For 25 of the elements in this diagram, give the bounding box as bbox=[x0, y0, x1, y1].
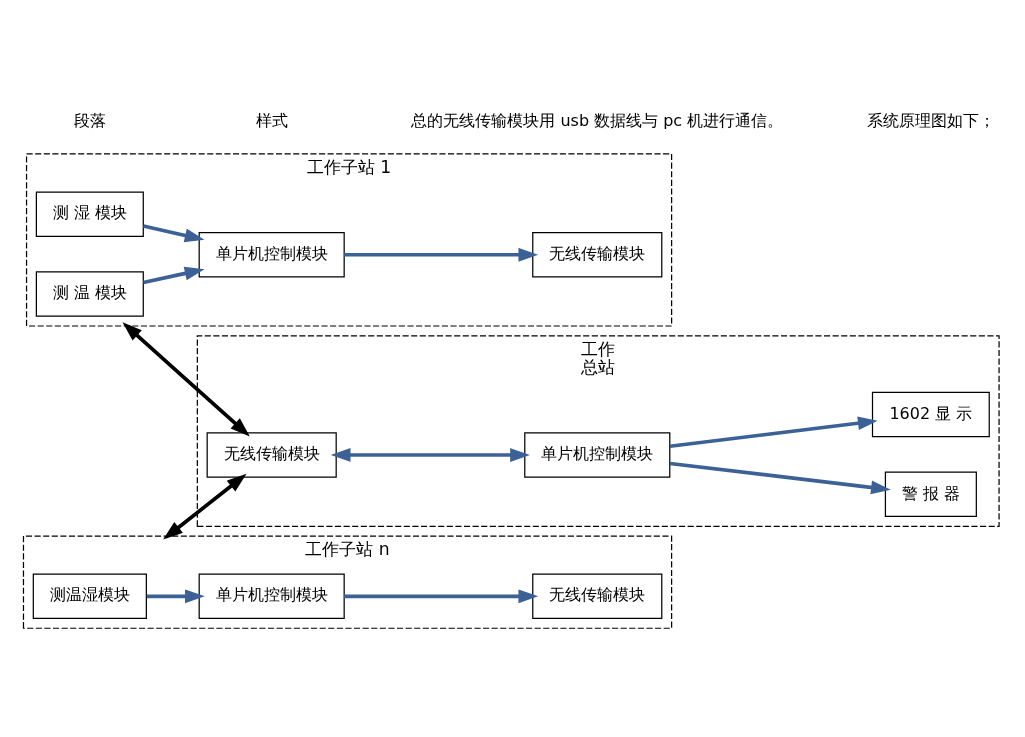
label: 总的无线传输模块用 usb 数据线与 pc 机进行通信。 bbox=[411, 110, 784, 130]
arrow bbox=[344, 247, 539, 262]
node-box: 无线传输模块 bbox=[206, 431, 337, 478]
arrow bbox=[669, 461, 891, 494]
label: 样式 bbox=[255, 110, 288, 130]
node-box: 单片机控制模块 bbox=[198, 231, 345, 277]
label: 段落 bbox=[73, 110, 106, 130]
node-box: 无线传输模块 bbox=[532, 573, 663, 619]
node-box: 警 报 器 bbox=[884, 471, 977, 517]
node-box: 单片机控制模块 bbox=[198, 573, 345, 619]
node-box: 无线传输模块 bbox=[532, 231, 663, 277]
node-box: 测 温 模块 bbox=[35, 270, 144, 317]
arrow bbox=[163, 473, 247, 540]
arrow bbox=[122, 321, 250, 437]
arrow bbox=[330, 447, 530, 462]
arrow bbox=[146, 588, 205, 603]
node-box: 单片机控制模块 bbox=[524, 431, 671, 478]
node-box: 测温湿模块 bbox=[32, 573, 147, 619]
arrow bbox=[344, 588, 539, 603]
label: 系统原理图如下； bbox=[866, 110, 995, 130]
arrow bbox=[669, 415, 878, 448]
node-box: 测 湿 模块 bbox=[35, 190, 144, 237]
arrow bbox=[143, 223, 205, 242]
arrow bbox=[143, 266, 205, 284]
node-box: 1602 显 示 bbox=[871, 391, 990, 437]
